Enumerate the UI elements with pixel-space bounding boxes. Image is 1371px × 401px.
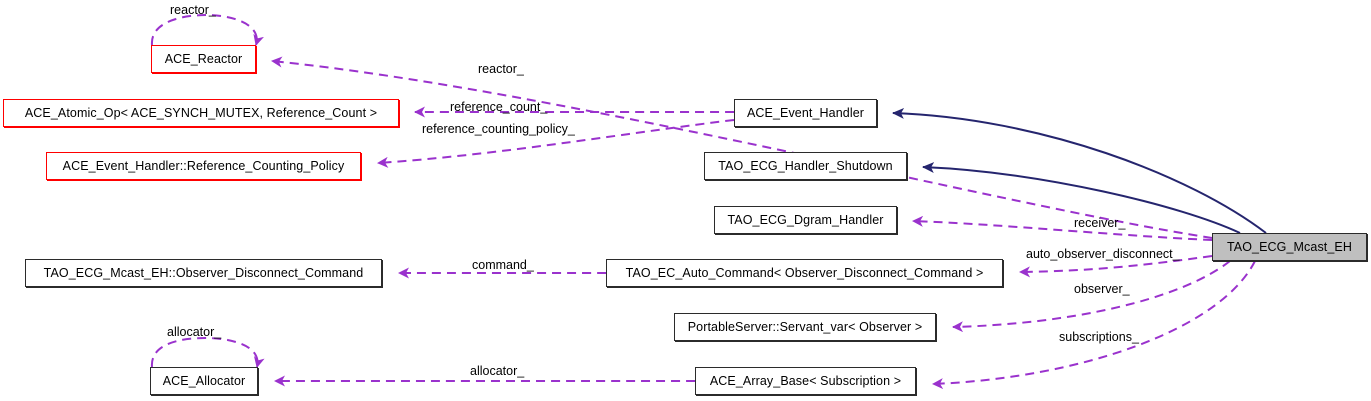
node-tao-ecg-mcast-eh[interactable]: TAO_ECG_Mcast_EH	[1212, 233, 1367, 261]
node-label: ACE_Event_Handler	[746, 105, 865, 120]
node-label: TAO_ECG_Handler_Shutdown	[718, 158, 893, 173]
edge-mcast-eh	[892, 107, 1267, 234]
edge-label-reference-counting-policy: reference_counting_policy_	[422, 122, 575, 136]
node-tao-ecg-handler-shutdown[interactable]: TAO_ECG_Handler_Shutdown	[704, 152, 907, 180]
edge-label-receiver: receiver_	[1074, 216, 1126, 230]
node-label: TAO_ECG_Mcast_EH	[1226, 239, 1352, 254]
node-label: ACE_Array_Base< Subscription >	[709, 373, 902, 388]
edge-allocator-self	[150, 336, 265, 368]
edge-label-reactor: reactor_	[478, 62, 524, 76]
edge-mcast-array	[932, 260, 1256, 390]
node-observer-disconnect-command[interactable]: TAO_ECG_Mcast_EH::Observer_Disconnect_Co…	[25, 259, 382, 287]
edge-label-allocator-self: allocator_	[167, 325, 222, 339]
edge-eh-policy	[377, 119, 735, 168]
edge-mcast-autocmd	[1019, 255, 1213, 278]
node-label: TAO_ECG_Dgram_Handler	[727, 212, 884, 227]
node-ace-allocator[interactable]: ACE_Allocator	[150, 367, 258, 395]
node-label: ACE_Atomic_Op< ACE_SYNCH_MUTEX, Referenc…	[24, 105, 378, 120]
node-ace-reactor[interactable]: ACE_Reactor	[151, 45, 256, 73]
edge-label-reactor-self: reactor_	[170, 3, 216, 17]
edge-mcast-reactor	[271, 56, 1213, 239]
node-ace-event-handler[interactable]: ACE_Event_Handler	[734, 99, 877, 127]
node-label: ACE_Event_Handler::Reference_Counting_Po…	[62, 158, 345, 173]
node-label: TAO_EC_Auto_Command< Observer_Disconnect…	[625, 265, 984, 280]
node-label: TAO_ECG_Mcast_EH::Observer_Disconnect_Co…	[43, 265, 364, 280]
node-ace-atomic-op[interactable]: ACE_Atomic_Op< ACE_SYNCH_MUTEX, Referenc…	[3, 99, 399, 127]
edge-label-reference-count: reference_count_	[450, 100, 548, 114]
node-servant-var-observer[interactable]: PortableServer::Servant_var< Observer >	[674, 313, 936, 341]
edge-mcast-servantvar	[952, 260, 1231, 333]
edge-mcast-shutdown	[922, 161, 1241, 234]
edge-label-command: command_	[472, 258, 534, 272]
node-reference-counting-policy[interactable]: ACE_Event_Handler::Reference_Counting_Po…	[46, 152, 361, 180]
edge-label-allocator: allocator_	[470, 364, 525, 378]
node-ace-array-base[interactable]: ACE_Array_Base< Subscription >	[695, 367, 916, 395]
node-label: ACE_Allocator	[162, 373, 246, 388]
node-tao-ecg-dgram-handler[interactable]: TAO_ECG_Dgram_Handler	[714, 206, 897, 234]
edge-label-observer: observer_	[1074, 282, 1130, 296]
node-label: ACE_Reactor	[164, 51, 243, 66]
node-label: PortableServer::Servant_var< Observer >	[687, 319, 923, 334]
edge-reactor-self	[150, 13, 265, 46]
edge-label-auto-observer-disconnect: auto_observer_disconnect_	[1026, 247, 1180, 261]
node-tao-ec-auto-command[interactable]: TAO_EC_Auto_Command< Observer_Disconnect…	[606, 259, 1003, 287]
edge-mcast-dgram	[912, 215, 1213, 241]
edge-label-subscriptions: subscriptions_	[1059, 330, 1139, 344]
